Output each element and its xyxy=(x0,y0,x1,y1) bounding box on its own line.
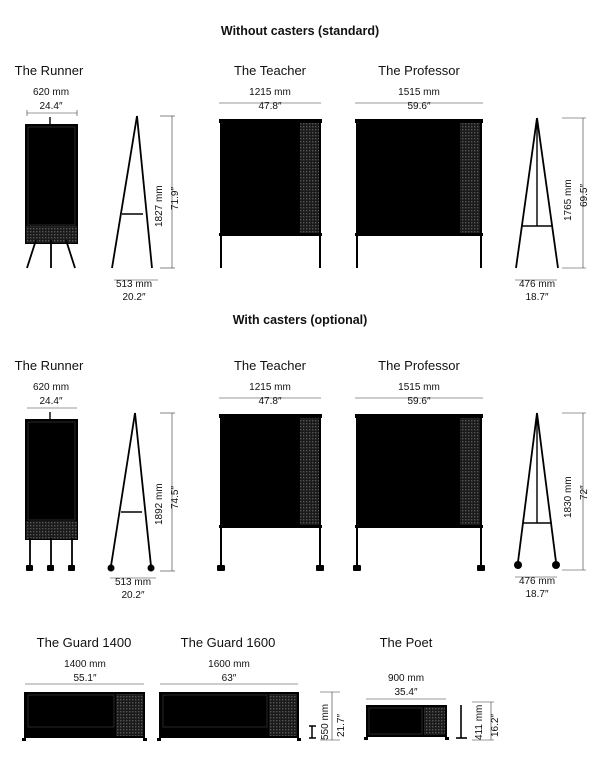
product-name-poet: The Poet xyxy=(379,635,433,650)
poet-height-mm: 411 mm xyxy=(474,704,485,740)
professor-depth-mm: 476 mm xyxy=(518,279,556,290)
professor-casters-depth-mm: 476 mm xyxy=(518,576,556,587)
teacher-casters-width-in: 47.8″ xyxy=(258,396,282,407)
runner-width-mm: 620 mm xyxy=(32,87,70,98)
professor-casters-height-mm: 1830 mm xyxy=(563,476,574,518)
teacher-casters-width-mm: 1215 mm xyxy=(249,382,291,393)
runner-casters-depth-mm: 513 mm xyxy=(114,577,152,588)
product-name-teacher-casters: The Teacher xyxy=(233,358,307,373)
guard-1600-drawing xyxy=(157,683,340,741)
poet-width-in: 35.4″ xyxy=(394,687,418,698)
professor-casters-width-mm: 1515 mm xyxy=(398,382,440,393)
poet-height-in: 16.2″ xyxy=(490,713,501,737)
professor-side-casters-drawing xyxy=(514,412,586,578)
professor-casters-height-in: 72″ xyxy=(579,485,590,500)
teacher-casters-drawing xyxy=(217,397,324,571)
runner-casters-height-in: 74.5″ xyxy=(170,485,181,509)
poet-drawing xyxy=(364,698,494,741)
teacher-drawing xyxy=(219,102,322,268)
product-name-guard-1600: The Guard 1600 xyxy=(180,635,276,650)
guard-height-mm: 550 mm xyxy=(320,703,331,740)
guard-1600-width-in: 63″ xyxy=(221,673,237,684)
runner-casters-width-in: 24.4″ xyxy=(39,396,63,407)
guard-1400-width-in: 55.1″ xyxy=(73,673,97,684)
guard-1600-width-mm: 1600 mm xyxy=(208,659,250,670)
professor-width-mm: 1515 mm xyxy=(398,87,440,98)
runner-depth-mm: 513 mm xyxy=(115,279,153,290)
poet-width-mm: 900 mm xyxy=(387,673,425,684)
product-name-professor: The Professor xyxy=(378,63,460,78)
product-name-runner: The Runner xyxy=(14,63,84,78)
guard-height-in: 21.7″ xyxy=(336,713,347,737)
runner-side-drawing xyxy=(111,115,175,281)
runner-casters-width-mm: 620 mm xyxy=(32,382,70,393)
section-title-with-casters: With casters (optional) xyxy=(232,313,368,327)
professor-casters-width-in: 59.6″ xyxy=(407,396,431,407)
professor-side-drawing xyxy=(515,117,586,281)
guard-1400-drawing xyxy=(22,683,147,741)
professor-width-in: 59.6″ xyxy=(407,101,431,112)
professor-drawing xyxy=(355,102,483,268)
product-name-runner-casters: The Runner xyxy=(14,358,84,373)
teacher-width-mm: 1215 mm xyxy=(249,87,291,98)
runner-height-in: 71.9″ xyxy=(170,186,181,210)
product-name-guard-1400: The Guard 1400 xyxy=(36,635,132,650)
product-name-professor-casters: The Professor xyxy=(378,358,460,373)
runner-side-casters-drawing xyxy=(107,412,175,579)
runner-depth-in: 20.2″ xyxy=(122,292,146,303)
runner-casters-depth-in: 20.2″ xyxy=(121,590,145,601)
professor-height-in: 69.5″ xyxy=(579,183,590,207)
teacher-width-in: 47.8″ xyxy=(258,101,282,112)
product-name-teacher: The Teacher xyxy=(233,63,307,78)
professor-casters-drawing xyxy=(353,397,485,571)
runner-front-casters-drawing xyxy=(25,407,78,571)
section-title-without-casters: Without casters (standard) xyxy=(220,24,380,38)
professor-height-mm: 1765 mm xyxy=(563,179,574,221)
professor-casters-depth-in: 18.7″ xyxy=(525,589,549,600)
professor-depth-in: 18.7″ xyxy=(525,292,549,303)
guard-1400-width-mm: 1400 mm xyxy=(64,659,106,670)
runner-front-drawing xyxy=(25,110,78,269)
runner-width-in: 24.4″ xyxy=(39,101,63,112)
runner-height-mm: 1827 mm xyxy=(154,185,165,227)
runner-casters-height-mm: 1892 mm xyxy=(154,483,165,525)
